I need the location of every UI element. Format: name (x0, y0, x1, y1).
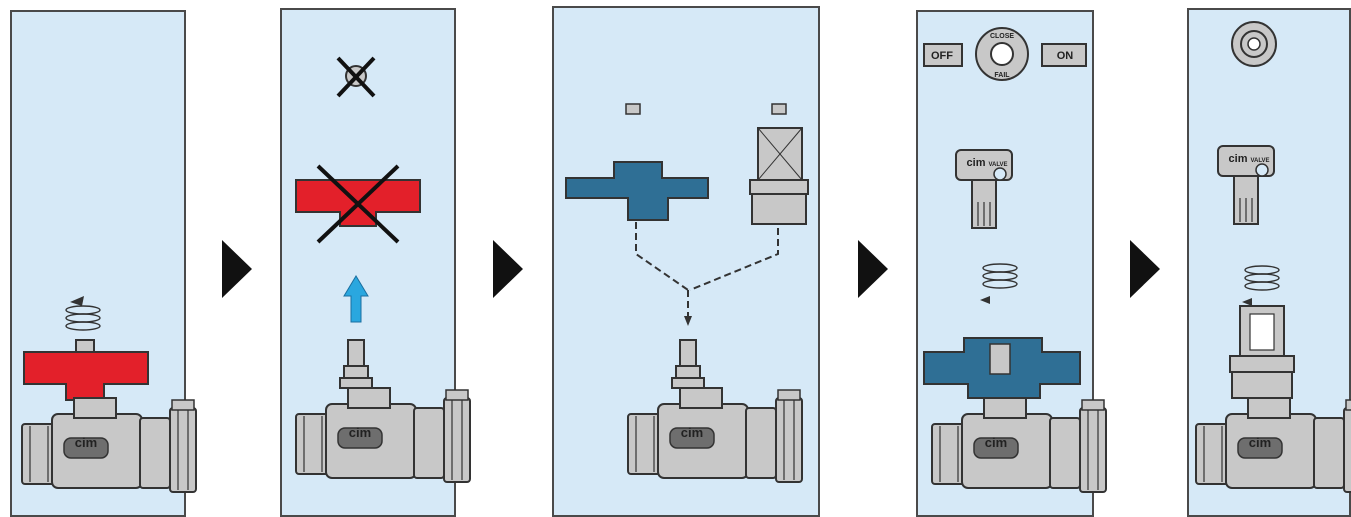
red-handle (23, 351, 149, 401)
connection-lines (635, 222, 779, 318)
next-step-arrow-3-icon (858, 240, 888, 298)
valve-brand-label: cim (75, 435, 97, 450)
next-step-arrow-4-icon (1130, 240, 1160, 298)
lift-up-arrow-icon (343, 275, 369, 323)
rotate-spiral-icon (982, 263, 1018, 289)
valve-stem (339, 339, 373, 389)
small-part-crossed-icon (336, 56, 376, 98)
rotate-arrow-icon (70, 296, 84, 306)
rotate-arrow-icon (980, 296, 990, 304)
step-3-options: cim (565, 103, 809, 483)
red-handle-crossed-icon (295, 164, 421, 244)
rotate-arrow-icon (1242, 298, 1252, 306)
dial-off-label: OFF (931, 50, 953, 62)
valve-body (627, 387, 803, 483)
cap-part (749, 127, 809, 225)
step-1-valve: cim (21, 296, 197, 493)
next-step-arrow-1-icon (222, 240, 252, 298)
next-step-arrow-2-icon (493, 240, 523, 298)
valve-stem (671, 339, 705, 389)
cap-mounted (1229, 305, 1295, 399)
rotate-spiral-icon (1244, 265, 1280, 291)
key-model-label: VALVE (1250, 158, 1269, 164)
valve-brand-label: cim (985, 435, 1007, 450)
key-tool: cim VALVE (1217, 145, 1275, 225)
valve-body (295, 387, 471, 483)
valve-brand-label: cim (349, 425, 371, 440)
valve-brand-label: cim (1249, 435, 1271, 450)
dial-on-label: ON (1057, 50, 1074, 62)
valve-body (21, 397, 197, 493)
dial-top-label: CLOSE (990, 33, 1014, 40)
cap-top-view-icon (1231, 21, 1277, 67)
step-4-blue-handle: OFF ON CLOSE FAIL cim VALVE cim (923, 27, 1107, 493)
valve-body (1195, 397, 1351, 493)
valve-body (931, 397, 1107, 493)
dial-bottom-label: FAIL (994, 72, 1010, 79)
key-model-label: VALVE (988, 162, 1007, 168)
valve-brand-label: cim (681, 425, 703, 440)
key-tool: cim VALVE (955, 149, 1013, 229)
step-5-cap: cim VALVE cim (1195, 21, 1351, 493)
option-marker-icon (771, 103, 787, 115)
key-brand-label: cim (1229, 153, 1248, 165)
on-off-dial: OFF ON CLOSE FAIL (923, 27, 1087, 81)
rotate-spiral-icon (65, 305, 101, 331)
step-2-remove: cim (295, 56, 471, 483)
key-brand-label: cim (967, 157, 986, 169)
option-marker-icon (625, 103, 641, 115)
blue-handle (565, 161, 709, 221)
